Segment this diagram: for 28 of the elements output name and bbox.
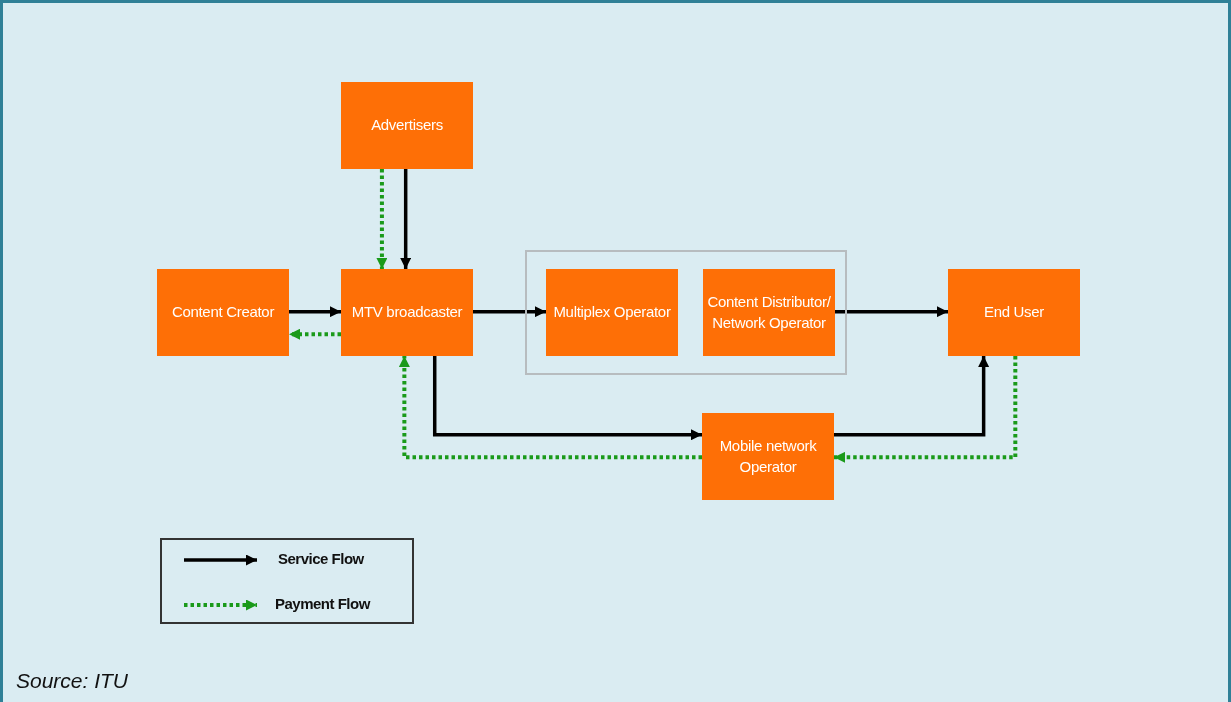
legend-label: Payment Flow (275, 595, 370, 612)
legend-label: Service Flow (278, 550, 364, 567)
process-box (703, 269, 835, 356)
box-label: Mobile network Operator (718, 436, 818, 477)
process-box (546, 269, 678, 356)
arrow (835, 306, 948, 318)
arrow (834, 356, 990, 437)
arrow (834, 356, 1018, 463)
process-box (157, 269, 289, 356)
box-label: Content Distributor/ Network Operator (706, 292, 832, 333)
group-frame (525, 250, 847, 375)
box-label: Advertisers (370, 115, 444, 136)
arrow (376, 169, 388, 269)
source-note: Source: ITU (16, 669, 129, 693)
box-label: End User (982, 302, 1046, 323)
arrow (400, 169, 412, 269)
arrow (432, 356, 702, 441)
box-label: Content Creator (170, 302, 276, 323)
box-label: Multiplex Operator (552, 302, 672, 323)
process-box (341, 269, 473, 356)
process-box (702, 413, 834, 500)
process-box (341, 82, 473, 169)
box-label: MTV broadcaster (350, 302, 464, 323)
arrow (289, 306, 341, 318)
arrow (473, 306, 546, 318)
arrow (289, 328, 341, 340)
arrow (398, 356, 702, 460)
process-box (948, 269, 1080, 356)
